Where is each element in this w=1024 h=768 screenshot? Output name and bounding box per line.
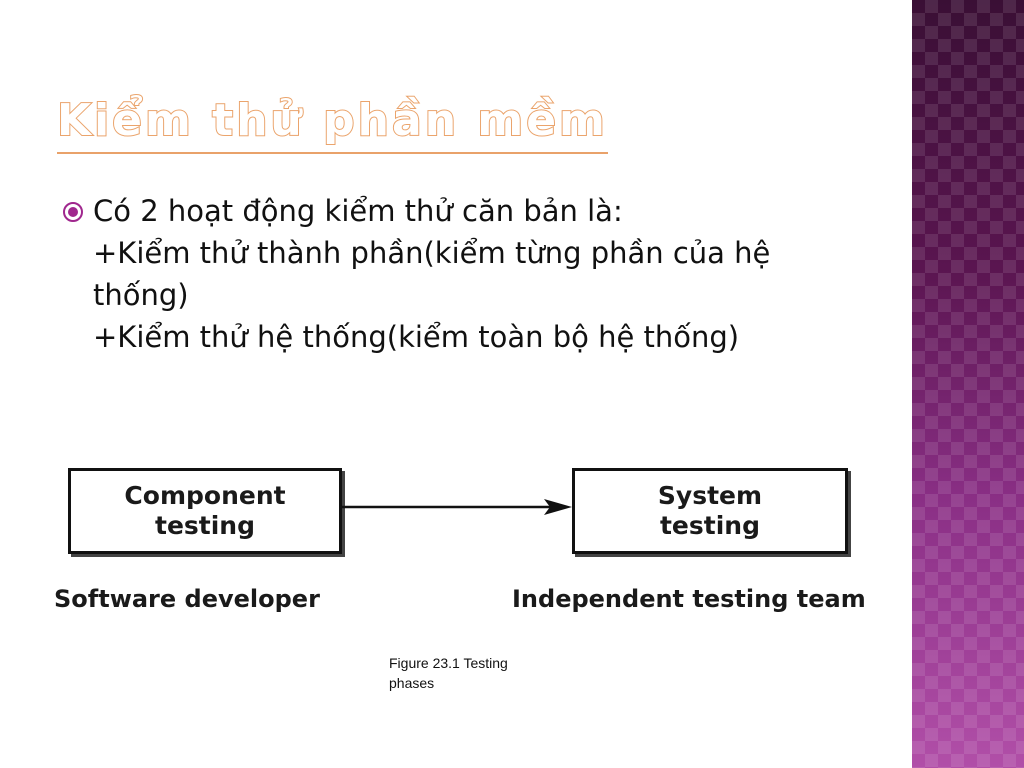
decorative-side-band: [912, 0, 1024, 768]
system-testing-box: System testing: [572, 468, 848, 554]
software-developer-label: Software developer: [54, 585, 320, 613]
right-arrow-icon: [340, 499, 572, 515]
independent-testing-team-label: Independent testing team: [512, 585, 866, 613]
bullet-line: +Kiểm thử thành phần(kiểm từng phần của …: [93, 236, 771, 270]
bullet-list: Có 2 hoạt động kiểm thử căn bản là: +Kiể…: [62, 190, 912, 358]
slide-title: Kiểm thử phần mềm: [56, 92, 608, 154]
box-label-line: System: [657, 481, 763, 510]
circle-bullet-icon: [63, 202, 83, 222]
box-label-line: Component: [124, 481, 286, 510]
diamond-pattern: [912, 0, 1024, 768]
figure-caption: Figure 23.1 Testing phases: [389, 653, 539, 693]
component-testing-box: Component testing: [68, 468, 342, 554]
box-label-line: testing: [659, 511, 760, 540]
testing-phases-figure: Component testing System testing Softwar…: [40, 455, 912, 715]
bullet-text: Có 2 hoạt động kiểm thử căn bản là: +Kiể…: [93, 190, 912, 358]
bullet-line: Có 2 hoạt động kiểm thử căn bản là:: [93, 194, 623, 228]
caption-line: Figure 23.1 Testing: [389, 655, 508, 671]
bullet-line: +Kiểm thử hệ thống(kiểm toàn bộ hệ thống…: [93, 320, 740, 354]
box-label-line: testing: [155, 511, 255, 540]
bullet-line: thống): [93, 278, 189, 312]
caption-line: phases: [389, 675, 435, 691]
